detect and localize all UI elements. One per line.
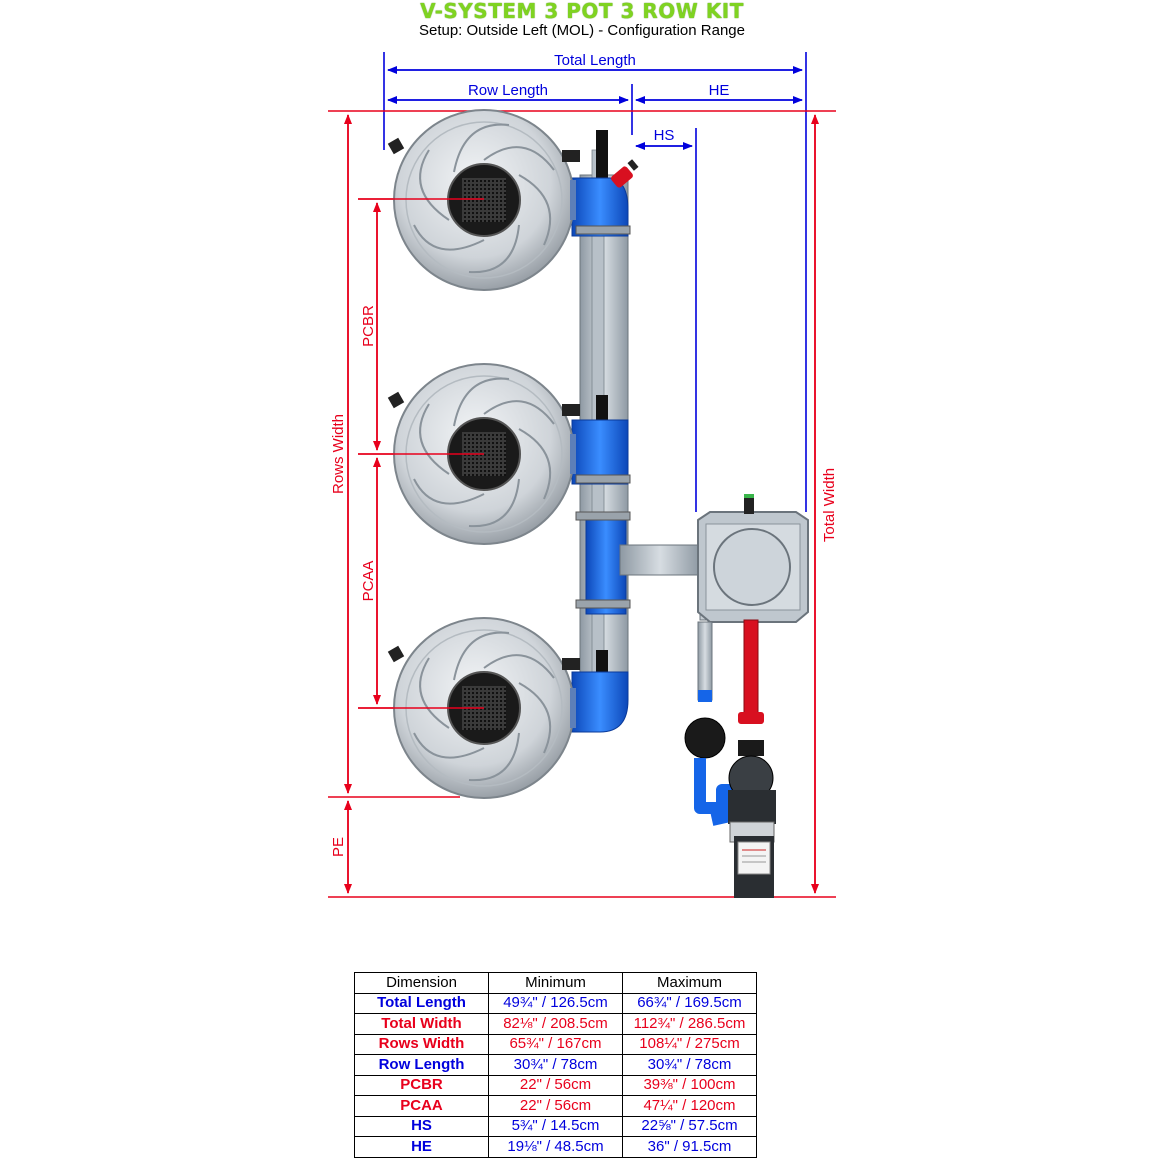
minimum-cell: 22" / 56cm <box>488 1074 623 1096</box>
pump-lines <box>684 619 776 898</box>
label-rows-width: Rows Width <box>330 414 347 494</box>
pot-1 <box>387 109 580 291</box>
dimension-cell: Row Length <box>354 1054 489 1076</box>
maximum-cell: 22⅝" / 57.5cm <box>622 1115 757 1137</box>
minimum-cell: 49¾" / 126.5cm <box>488 992 623 1014</box>
maximum-cell: 47¼" / 120cm <box>622 1095 757 1117</box>
maximum-cell: 112¾" / 286.5cm <box>622 1013 757 1035</box>
maximum-cell: 30¾" / 78cm <box>622 1054 757 1076</box>
label-he: HE <box>709 82 730 99</box>
dimension-cell: HE <box>354 1136 489 1158</box>
maximum-cell: 36" / 91.5cm <box>622 1136 757 1158</box>
page-title: V-SYSTEM 3 POT 3 ROW KIT <box>420 0 744 23</box>
red-dimensions <box>328 110 836 898</box>
table-header-row: Dimension Minimum Maximum <box>354 972 757 994</box>
dimension-cell: Rows Width <box>354 1033 489 1055</box>
dimension-cell: Total Length <box>354 992 489 1014</box>
label-hs: HS <box>654 127 675 144</box>
maximum-cell: 39⅜" / 100cm <box>622 1074 757 1096</box>
label-pe: PE <box>330 837 347 857</box>
red-valve <box>611 159 639 188</box>
minimum-cell: 65¾" / 167cm <box>488 1033 623 1055</box>
minimum-cell: 5¾" / 14.5cm <box>488 1115 623 1137</box>
header-maximum: Maximum <box>622 972 757 994</box>
minimum-cell: 30¾" / 78cm <box>488 1054 623 1076</box>
header-dimension: Dimension <box>354 972 489 994</box>
dimension-cell: Total Width <box>354 1013 489 1035</box>
blue-fittings <box>571 177 631 733</box>
label-total-width: Total Width <box>821 468 838 542</box>
minimum-cell: 22" / 56cm <box>488 1095 623 1117</box>
layout-diagram: Total Length Row Length HE HS PCBR PCAA … <box>328 52 838 898</box>
maximum-cell: 66¾" / 169.5cm <box>622 992 757 1014</box>
label-pcbr: PCBR <box>360 305 377 347</box>
minimum-cell: 82⅛" / 208.5cm <box>488 1013 623 1035</box>
header-minimum: Minimum <box>488 972 623 994</box>
maximum-cell: 108¼" / 275cm <box>622 1033 757 1055</box>
page-subtitle: Setup: Outside Left (MOL) - Configuratio… <box>418 22 745 39</box>
dimension-cell: PCAA <box>354 1095 489 1117</box>
minimum-cell: 19⅛" / 48.5cm <box>488 1136 623 1158</box>
blue-dimensions <box>383 52 807 512</box>
label-pcaa: PCAA <box>360 561 377 602</box>
label-row-length: Row Length <box>468 82 548 99</box>
reservoir-tank <box>697 494 809 623</box>
dimension-cell: PCBR <box>354 1074 489 1096</box>
dimension-cell: HS <box>354 1115 489 1137</box>
pot-center-markers <box>358 198 484 709</box>
label-total-length: Total Length <box>554 52 636 69</box>
